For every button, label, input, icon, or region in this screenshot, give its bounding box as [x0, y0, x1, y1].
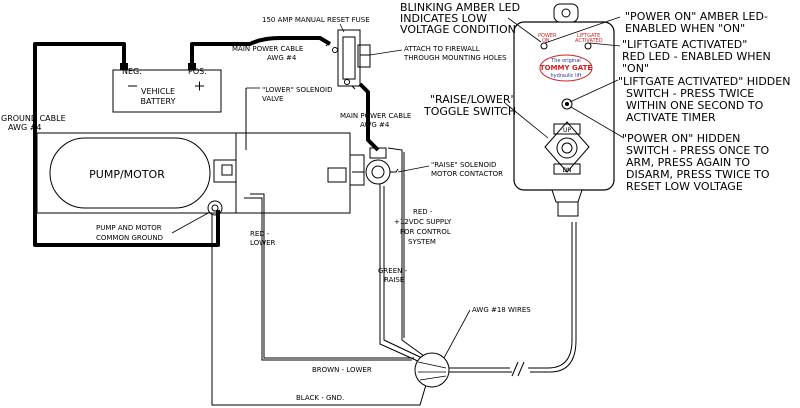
raise-solenoid-label-2: MOTOR CONTACTOR — [431, 170, 503, 178]
power-hidden-label-4: DISARM, PRESS TWICE TO — [626, 168, 770, 181]
remote-liftgate-label: LIFTGATE — [577, 33, 600, 39]
battery-pos-label: POS. — [188, 67, 207, 76]
red-lower-label-2: LOWER — [250, 239, 276, 247]
awg18-label: AWG #18 WIRES — [472, 306, 531, 314]
green-raise-label-2: RAISE — [384, 276, 404, 284]
supply-label-3: FOR CONTROL — [400, 228, 451, 236]
ground-cable-label-1: GROUND CABLE — [1, 114, 66, 123]
liftgate-hidden-label-3: WITHIN ONE SECOND TO — [626, 99, 764, 112]
battery-neg-label: NEG. — [122, 67, 142, 76]
power-hidden-label-3: ARM, PRESS AGAIN TO — [626, 156, 750, 169]
toggle-label-1: "RAISE/LOWER" — [430, 93, 516, 106]
remote-power-label-2: ON — [542, 38, 550, 44]
black-gnd-label: BLACK - GND. — [296, 394, 344, 402]
remote-brand-1: The original — [550, 58, 581, 64]
brown-lower-label: BROWN - LOWER — [312, 366, 372, 374]
remote-brand-2: TOMMY GATE — [540, 64, 593, 72]
remote-power-label: POWER — [538, 33, 557, 39]
power-led-label-1: "POWER ON" AMBER LED- — [625, 10, 768, 23]
reset-fuse — [325, 29, 371, 90]
power-hidden-label-1: "POWER ON" HIDDEN — [622, 132, 740, 145]
liftgate-led-label-1: "LIFTGATE ACTIVATED" — [622, 38, 747, 51]
wire-break — [511, 361, 525, 377]
pump-motor-assembly — [36, 88, 365, 216]
lower-valve-label-1: "LOWER" SOLENOID — [262, 86, 333, 94]
blink-label-2: INDICATES LOW — [400, 12, 487, 25]
pump-motor-label: PUMP/MOTOR — [89, 168, 165, 181]
battery-label-1: VEHICLE — [141, 87, 175, 96]
blink-label-3: VOLTAGE CONDITION — [400, 23, 516, 36]
raise-solenoid-label-1: "RAISE" SOLENOID — [431, 161, 496, 169]
supply-label-2: +12VDC SUPPLY — [394, 218, 452, 226]
callout-lines — [504, 16, 625, 139]
remote-dn-label: DN — [562, 167, 571, 174]
lower-valve-label-2: VALVE — [262, 95, 283, 103]
liftgate-led-label-3: "ON" — [622, 62, 649, 75]
battery-label-2: BATTERY — [141, 97, 176, 106]
liftgate-hidden-switch — [561, 98, 573, 110]
blink-label-1: BLINKING AMBER LED — [400, 1, 520, 14]
supply-label-4: SYSTEM — [408, 238, 436, 246]
vehicle-battery — [112, 63, 222, 113]
main-cable-mid-label-2: AWG #4 — [360, 121, 390, 129]
pump-ground-label-1: PUMP AND MOTOR — [96, 224, 162, 232]
main-cable-top-label-1: MAIN POWER CABLE — [232, 45, 303, 53]
raise-solenoid — [352, 147, 399, 185]
liftgate-led-label-2: RED LED - ENABLED WHEN — [622, 50, 771, 63]
supply-label-1: RED - — [413, 208, 433, 216]
remote-activated-label: ACTIVATED — [575, 38, 603, 44]
wire-junction — [414, 352, 450, 388]
liftgate-hidden-label-1: "LIFTGATE ACTIVATED" HIDDEN — [618, 75, 790, 88]
main-cable-top-label-2: AWG #4 — [267, 54, 297, 62]
liftgate-hidden-label-4: ACTIVATE TIMER — [626, 111, 716, 124]
attach-label-2: THROUGH MOUNTING HOLES — [403, 54, 507, 62]
pump-ground-label-2: COMMON GROUND — [96, 234, 163, 242]
remote-brand-3: hydraulic lift — [550, 73, 581, 79]
green-raise-label-1: GREEN - — [378, 267, 408, 275]
red-lower-label-1: RED - — [250, 230, 270, 238]
fuse-label: 150 AMP MANUAL RESET FUSE — [262, 16, 370, 24]
brand-logo — [539, 54, 593, 82]
remote-control — [513, 3, 615, 217]
power-hidden-label-5: RESET LOW VOLTAGE — [626, 180, 743, 193]
control-wires — [211, 147, 577, 406]
power-led-label-2: ENABLED WHEN "ON" — [625, 22, 745, 35]
toggle-label-2: TOGGLE SWITCH — [423, 105, 516, 118]
heavy-cables — [33, 36, 380, 247]
power-on-led — [540, 42, 548, 50]
ground-cable-label-2: AWG #4 — [8, 123, 41, 132]
remote-up-label: UP — [563, 127, 571, 134]
liftgate-hidden-label-2: SWITCH - PRESS TWICE — [626, 87, 754, 100]
power-hidden-label-2: SWITCH - PRESS ONCE TO — [626, 144, 770, 157]
attach-label-1: ATTACH TO FIREWALL — [404, 45, 480, 53]
liftgate-led — [584, 42, 592, 50]
main-cable-mid-label-1: MAIN POWER CABLE — [340, 112, 411, 120]
